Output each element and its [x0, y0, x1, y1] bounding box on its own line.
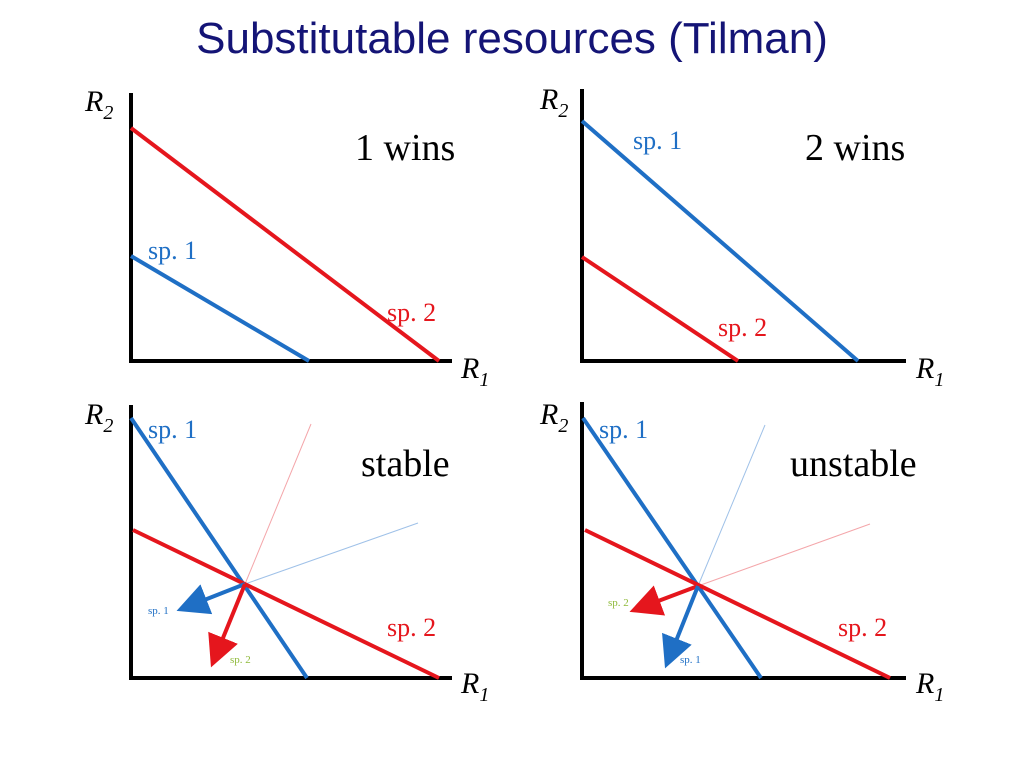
sp1-supply-arrow [176, 582, 246, 615]
consumption-vector-sp1 [697, 424, 766, 587]
panel-2-wins: R2 R1 2 wins sp. 1 sp. 2 [539, 83, 944, 391]
panel-1-wins: R2 R1 1 wins sp. 1 sp. 2 [84, 85, 489, 391]
consumption-vector-sp1 [244, 522, 419, 585]
sp2-arrow-label: sp. 2 [608, 597, 629, 609]
sp2-isocline [132, 528, 440, 680]
sp1-isocline [129, 416, 309, 680]
outcome-label: unstable [790, 443, 917, 485]
sp2-supply-arrow [629, 584, 699, 616]
sp1-label: sp. 1 [599, 415, 648, 444]
outcome-label: 2 wins [805, 127, 905, 169]
sp2-arrow-label: sp. 2 [230, 654, 251, 666]
x-axis-label: R1 [915, 667, 944, 706]
sp2-supply-arrow [208, 583, 247, 668]
y-axis-label: R2 [539, 83, 568, 122]
sp2-isocline [129, 126, 441, 363]
sp2-isocline [584, 528, 891, 680]
x-axis-label: R1 [460, 352, 489, 391]
x-axis-label: R1 [915, 352, 944, 391]
sp1-arrow-label: sp. 1 [148, 605, 169, 617]
page-title: Substitutable resources (Tilman) [196, 14, 828, 63]
sp1-isocline [580, 119, 860, 363]
sp1-arrow-label: sp. 1 [680, 654, 701, 666]
panel-unstable: R2 R1 unstable sp. 1 sp. 2 sp. 2 sp. 1 [539, 398, 944, 706]
sp1-isocline [581, 416, 763, 680]
sp2-isocline [580, 255, 740, 363]
outcome-label: 1 wins [355, 127, 455, 169]
y-axis-label: R2 [539, 398, 568, 437]
panel-stable: R2 R1 stable sp. 1 sp. 2 sp. 1 sp. 2 [84, 398, 489, 706]
sp1-label: sp. 1 [633, 126, 682, 155]
consumption-vector-sp2 [697, 523, 871, 587]
sp1-label: sp. 1 [148, 236, 197, 265]
sp1-label: sp. 1 [148, 415, 197, 444]
y-axis-label: R2 [84, 85, 113, 124]
sp2-label: sp. 2 [718, 313, 767, 342]
x-axis-label: R1 [460, 667, 489, 706]
outcome-label: stable [361, 443, 450, 485]
y-axis-label: R2 [84, 398, 113, 437]
sp2-label: sp. 2 [838, 613, 887, 642]
sp1-supply-arrow [662, 585, 700, 669]
sp1-isocline [129, 254, 311, 363]
sp2-label: sp. 2 [387, 613, 436, 642]
sp2-label: sp. 2 [387, 298, 436, 327]
consumption-vector-sp2 [244, 423, 312, 585]
